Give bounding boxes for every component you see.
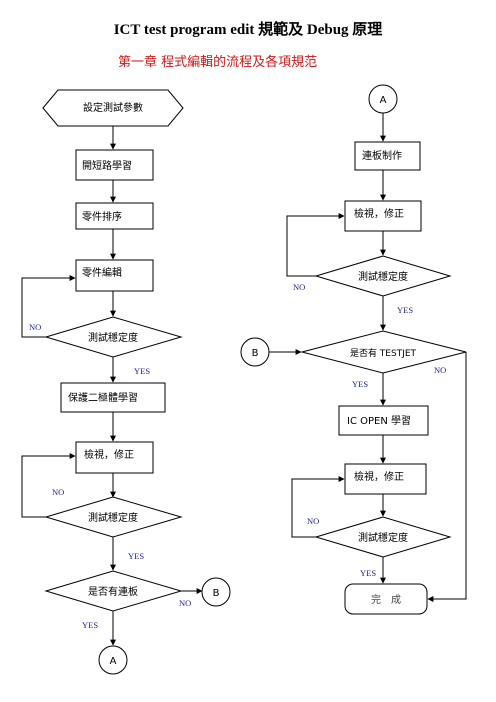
decision-label: 測試穩定度 — [358, 531, 408, 544]
process-label: 零件編輯 — [82, 266, 122, 279]
connector-label: A — [110, 656, 117, 667]
no-label: NO — [179, 598, 191, 608]
process-label: 保護二極體學習 — [68, 391, 138, 404]
process-label: 檢視，修正 — [354, 470, 404, 483]
decision-diamond-stability-1 — [44, 316, 183, 358]
connector-label: A — [380, 95, 387, 106]
connector-a-circle — [98, 645, 128, 675]
process-box-review-fix — [75, 441, 154, 474]
decision-label: 測試穩定度 — [88, 511, 138, 524]
no-label: NO — [293, 282, 305, 292]
page-title: ICT test program edit 規範及 Debug 原理 — [113, 22, 383, 38]
no-label: NO — [307, 516, 319, 526]
loop-line-no — [21, 453, 76, 518]
yes-label: YES — [397, 305, 413, 315]
chapter-subtitle: 第一章 程式編輯的流程及各項規范 — [118, 55, 318, 70]
process-box-part-edit — [75, 259, 154, 292]
start-hexagon — [42, 89, 184, 127]
process-label: 開短路學習 — [82, 159, 132, 172]
process-label: 連板制作 — [362, 149, 402, 162]
connector-label: B — [252, 348, 259, 359]
process-box-ic-open-learn — [338, 405, 429, 436]
process-label: 檢視，修正 — [354, 207, 404, 220]
process-box-open-short — [75, 149, 154, 181]
yes-label: YES — [128, 551, 144, 561]
start-label: 設定測試參數 — [83, 101, 143, 114]
end-terminal — [344, 583, 428, 615]
loop-line-no — [21, 275, 76, 338]
process-label: 零件排序 — [82, 210, 122, 223]
no-label: NO — [52, 487, 64, 497]
process-label: 檢視，修正 — [84, 448, 134, 461]
process-box-review-fix — [344, 463, 427, 495]
process-box-diode-learn — [60, 382, 166, 413]
no-label: NO — [434, 365, 446, 375]
yes-label: YES — [360, 568, 376, 578]
decision-label: 是否有連板 — [88, 585, 138, 598]
decision-diamond-stability-3 — [314, 255, 452, 297]
decision-diamond-stability-4 — [314, 516, 452, 558]
loop-line-no — [291, 476, 345, 538]
loop-line-no — [286, 213, 345, 277]
no-label: NO — [29, 322, 41, 332]
yes-label: YES — [82, 620, 98, 630]
connector-b-circle — [201, 577, 231, 607]
yes-label: YES — [352, 379, 368, 389]
line-no-to-end — [427, 352, 467, 602]
process-box-part-sort — [75, 202, 154, 230]
end-label: 完 成 — [371, 593, 401, 606]
decision-label: 測試穩定度 — [358, 270, 408, 283]
process-box-panel-make — [354, 141, 421, 171]
process-label: IC OPEN 學習 — [347, 414, 411, 427]
decision-label: 測試穩定度 — [88, 331, 138, 344]
connector-label: B — [213, 588, 220, 599]
decision-diamond-stability-2 — [44, 496, 183, 538]
decision-label: 是否有 TESTJET — [350, 347, 417, 359]
yes-label: YES — [134, 366, 150, 376]
